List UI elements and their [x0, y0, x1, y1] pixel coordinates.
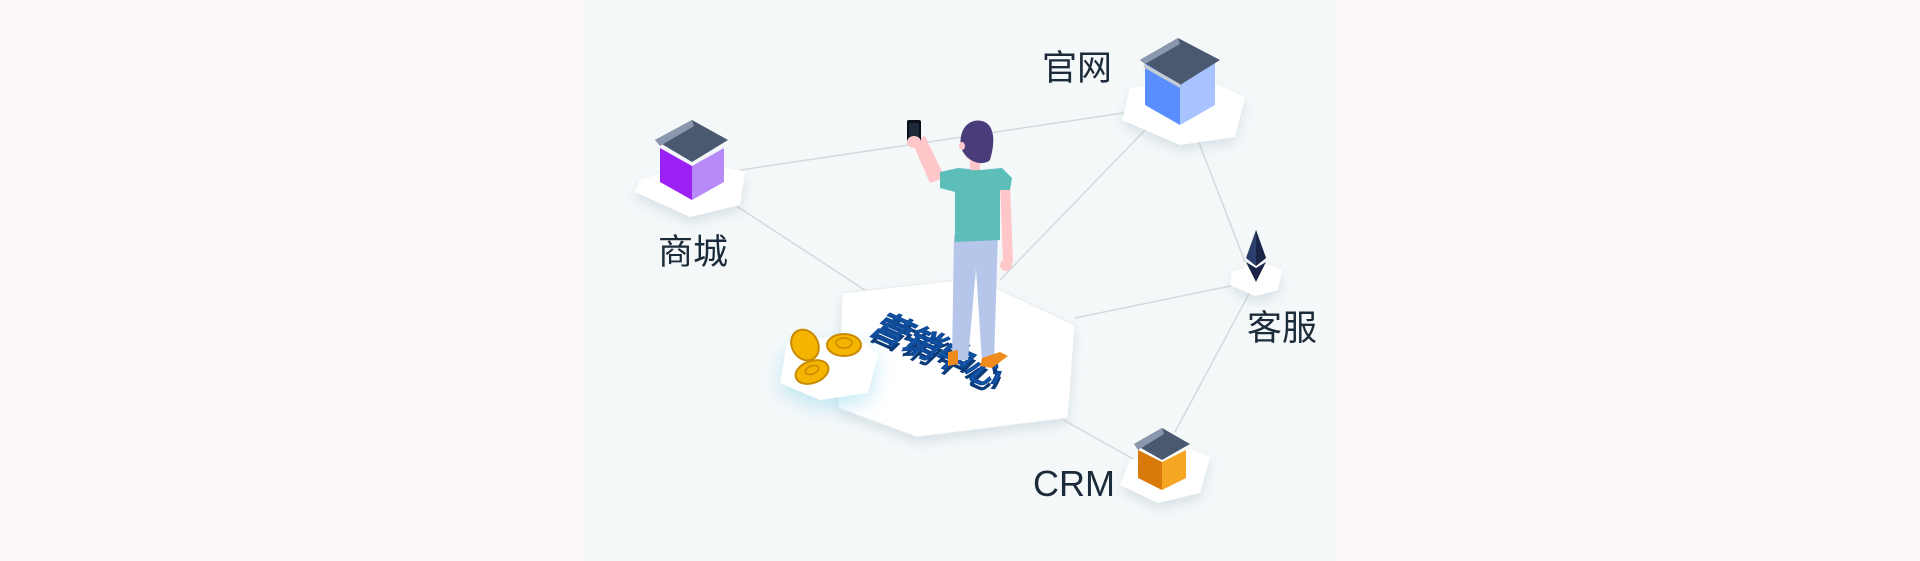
house-icon: [655, 120, 728, 200]
diamond-icon: [1246, 230, 1266, 282]
label-kefu: 客服: [1247, 309, 1318, 349]
label-guanwang: 官网: [1042, 49, 1113, 89]
house-icon: [1140, 38, 1220, 125]
line-center-kefu: [1074, 283, 1241, 319]
label-crm: CRM: [1033, 463, 1115, 504]
person-figure: [907, 120, 1013, 368]
line-center-crm: [1059, 417, 1136, 461]
line-guanwang-kefu: [1197, 139, 1246, 263]
line-guanwang-center: [999, 129, 1146, 281]
line-shangcheng-guanwang: [739, 111, 1131, 171]
node-kefu: [1230, 230, 1282, 296]
node-crm: [1120, 428, 1210, 503]
node-shangcheng: [635, 120, 745, 217]
house-icon: [1134, 428, 1190, 490]
label-shangcheng: 商城: [658, 233, 729, 273]
line-kefu-crm: [1174, 291, 1251, 433]
node-guanwang: [1122, 38, 1245, 145]
line-shangcheng-center: [734, 204, 881, 301]
connection-lines: [734, 111, 1251, 461]
coin-icon: [790, 328, 862, 385]
